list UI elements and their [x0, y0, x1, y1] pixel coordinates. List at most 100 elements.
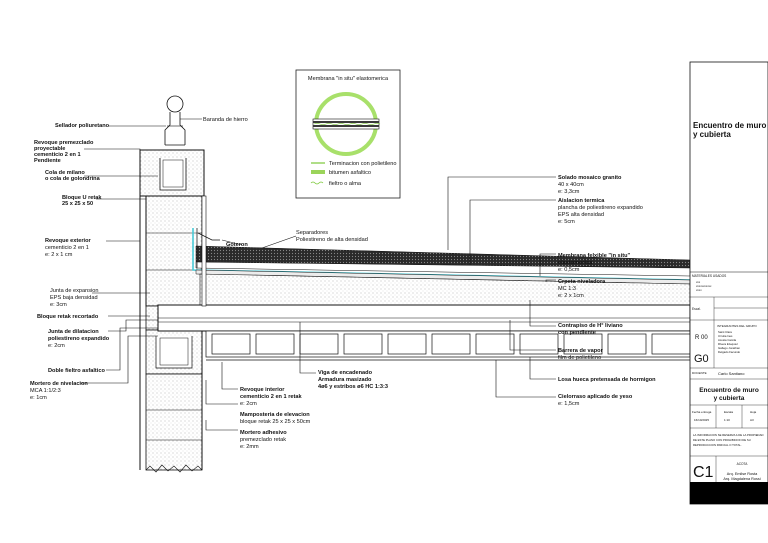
svg-text:xxxx: xxxx: [696, 288, 702, 292]
legend-item-3: fieltro o alma: [329, 181, 362, 187]
svg-text:Revoque interior: Revoque interior: [240, 387, 285, 393]
label-mamposteria: Mamposteria de elevacion bloque retak 25…: [240, 412, 311, 425]
svg-text:1:10: 1:10: [724, 418, 730, 422]
svg-text:4ø6 y estribos ø6 HC 1:3:3: 4ø6 y estribos ø6 HC 1:3:3: [318, 384, 388, 390]
svg-text:Acosta Camila: Acosta Camila: [718, 338, 736, 342]
legend-title: Membrana "in situ" elastomerica: [308, 76, 389, 82]
svg-text:con pendiente: con pendiente: [558, 330, 596, 336]
svg-text:Poliestireno de alta densidad: Poliestireno de alta densidad: [296, 237, 368, 243]
svg-text:INTEGRANTES DEL GRUPO: INTEGRANTES DEL GRUPO: [717, 324, 757, 328]
svg-text:elastomerica: elastomerica: [558, 260, 593, 266]
label-sellador: Sellador poliuretano: [55, 123, 110, 129]
svg-text:xxxxxxxxxxx: xxxxxxxxxxx: [696, 284, 712, 288]
svg-text:Membrana felxible "in situ": Membrana felxible "in situ": [558, 253, 630, 259]
label-baranda: Baranda de hierro: [203, 117, 248, 123]
svg-text:Contrapiso de H° liviano: Contrapiso de H° liviano: [558, 323, 623, 329]
svg-text:e: 2cm: e: 2cm: [240, 401, 257, 407]
title-block: Encuentro de muro y cubierta MATERIALES …: [689, 61, 768, 505]
label-barrera: Barrera de vapor film de polietileno: [558, 348, 604, 361]
svg-text:A3: A3: [750, 418, 754, 422]
svg-text:Armadura masizado: Armadura masizado: [318, 377, 372, 383]
label-cielorraso: Cielorraso aplicado de yeso e: 1,5cm: [558, 394, 633, 407]
svg-text:Rivera Ezequiel: Rivera Ezequiel: [718, 342, 738, 346]
legend-membrane-sample: [312, 118, 380, 130]
docente-name: Carlo Santiano: [718, 371, 745, 376]
svg-text:Gallego Jonathan: Gallego Jonathan: [718, 346, 740, 350]
label-separadores: Separadores Poliestireno de alta densida…: [296, 230, 368, 243]
label-revoque-exterior: Revoque exterior cementicio 2 en 1 e: 2 …: [45, 238, 92, 258]
label-membrana: Membrana felxible "in situ" elastomerica…: [558, 253, 630, 273]
svg-text:cementicio 2 en 1: cementicio 2 en 1: [34, 152, 81, 158]
leader-lines: [80, 118, 556, 431]
svg-text:o cola de golondrina: o cola de golondrina: [45, 176, 101, 182]
label-revoque-interior: Revoque interior cementicio 2 en 1 retak…: [240, 387, 302, 407]
author-2: Arq. Magdalena Rossi: [723, 477, 761, 481]
svg-text:Aislacion termica: Aislacion termica: [558, 198, 605, 204]
label-cola-milano: Cola de milano o cola de golondrina: [45, 170, 101, 182]
label-goteron: Goteron: [226, 242, 248, 248]
svg-text:cementicio 2 en 1: cementicio 2 en 1: [45, 245, 89, 251]
svg-text:e: 0,5cm: e: 0,5cm: [558, 267, 580, 273]
svg-text:e: 2 x 1 cm: e: 2 x 1 cm: [45, 252, 73, 258]
roof-section: [157, 195, 691, 361]
railing-ball: [166, 95, 184, 113]
svg-text:16/10/2025: 16/10/2025: [694, 418, 709, 422]
svg-text:DE ESTE PLANO CON PROHIBICION: DE ESTE PLANO CON PROHIBICION DE SU: [693, 438, 751, 442]
svg-text:poliestireno expandido: poliestireno expandido: [48, 336, 110, 342]
svg-text:Revoque exterior: Revoque exterior: [45, 238, 92, 244]
svg-text:e: 2 x 1cm: e: 2 x 1cm: [558, 293, 584, 299]
label-aislacion: Aislacion termica plancha de poliestiren…: [558, 198, 643, 225]
svg-text:premezclado retak: premezclado retak: [240, 437, 286, 443]
svg-text:film de polietileno: film de polietileno: [558, 355, 601, 361]
revision-code: R 00: [695, 335, 708, 341]
svg-text:Fecha entrega: Fecha entrega: [692, 410, 712, 414]
svg-text:e: 1cm: e: 1cm: [30, 395, 47, 401]
label-contrapiso: Contrapiso de H° liviano con pendiente: [558, 323, 623, 336]
svg-text:Solado mosaico granito: Solado mosaico granito: [558, 175, 622, 181]
svg-text:Viga de encadenado: Viga de encadenado: [318, 370, 373, 376]
svg-text:Urrutia Ines: Urrutia Ines: [718, 334, 733, 338]
label-mortero-adhesivo: Mortero adhesivo premezclado retak e: 2m…: [240, 430, 287, 450]
svg-text:e: 2cm: e: 2cm: [48, 343, 65, 349]
label-losa: Losa hueca pretensada de hormigon: [558, 377, 656, 383]
svg-text:Cola de milano: Cola de milano: [45, 170, 85, 176]
svg-text:Cielorraso aplicado de yeso: Cielorraso aplicado de yeso: [558, 394, 633, 400]
svg-text:Saint Clara: Saint Clara: [718, 330, 732, 334]
svg-text:Mortero adhesivo: Mortero adhesivo: [240, 430, 287, 436]
svg-text:Bloque U retak: Bloque U retak: [62, 195, 102, 201]
label-junta-dilatacion: Junta de dilatacion poliestireno expandi…: [48, 329, 110, 349]
svg-text:Delgado Facundo: Delgado Facundo: [718, 350, 741, 354]
svg-text:Crpeta niveladora: Crpeta niveladora: [558, 279, 606, 285]
sheet-number: C1: [693, 464, 714, 481]
svg-text:Revoque premezclado: Revoque premezclado: [34, 140, 94, 146]
svg-text:e: 2mm: e: 2mm: [240, 444, 259, 450]
svg-text:25 x 25 x 50: 25 x 25 x 50: [62, 201, 93, 207]
svg-text:EPS baja densidad: EPS baja densidad: [50, 295, 98, 301]
label-revoque-premezclado: Revoque premezclado proyectable cementic…: [34, 140, 94, 164]
svg-text:Junta de expansion: Junta de expansion: [50, 288, 99, 294]
sheet-title-2: y cubierta: [714, 395, 745, 402]
svg-text:cementicio 2 en 1 retak: cementicio 2 en 1 retak: [240, 394, 302, 400]
title-block-title-2: y cubierta: [693, 130, 731, 139]
svg-text:Barrera de vapor: Barrera de vapor: [558, 348, 604, 354]
svg-text:EPS alta densidad: EPS alta densidad: [558, 212, 604, 218]
title-block-title-1: Encuentro de muro: [693, 121, 766, 130]
svg-text:Junta de dilatacion: Junta de dilatacion: [48, 329, 99, 335]
svg-text:plancha de poliestireno expand: plancha de poliestireno expandido: [558, 205, 643, 211]
svg-text:40 x 40cm: 40 x 40cm: [558, 182, 584, 188]
svg-text:e: 1,5cm: e: 1,5cm: [558, 401, 580, 407]
svg-text:MCA 1:1/2:3: MCA 1:1/2:3: [30, 388, 61, 394]
svg-text:e: 3cm: e: 3cm: [50, 302, 67, 308]
svg-text:e: 3,3cm: e: 3,3cm: [558, 189, 580, 195]
legend-item-1: Terminacion con polietileno: [329, 161, 396, 167]
svg-text:xxx: xxx: [696, 280, 701, 284]
svg-text:Escala: Escala: [724, 410, 733, 414]
svg-text:Pendiente: Pendiente: [34, 158, 61, 164]
label-junta-expansion: Junta de expansion EPS baja densidad e: …: [50, 288, 99, 308]
label-bloque-u: Bloque U retak 25 x 25 x 50: [62, 195, 102, 207]
label-carpeta: Crpeta niveladora MC 1:3 e: 2 x 1cm: [558, 279, 606, 299]
svg-text:Mamposteria de elevacion: Mamposteria de elevacion: [240, 412, 310, 418]
label-doble-fieltro: Doble fieltro asfaltico: [48, 368, 105, 374]
legend-item-2: bitumen asfaltico: [329, 170, 371, 176]
